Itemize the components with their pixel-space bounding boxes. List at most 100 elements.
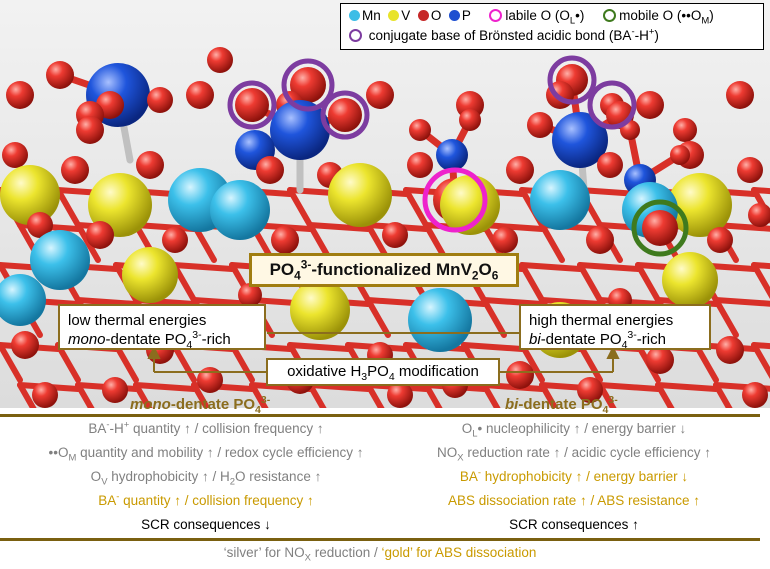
table-top-rule: [0, 414, 760, 417]
low-thermal-line2: mono-dentate PO43--rich: [68, 329, 256, 351]
oxidative-sub1: 3: [361, 371, 368, 383]
low-thermal-line1: low thermal energies: [68, 312, 207, 329]
mono-head-text: -dentate PO: [170, 396, 256, 413]
main-material-label: PO43--functionalized MnV2O6: [249, 253, 519, 287]
bond: [55, 342, 81, 383]
bond: [229, 342, 255, 383]
highlight-ring: [281, 58, 335, 112]
o-atom: [646, 346, 674, 374]
legend-mobile: mobile O (••O: [619, 8, 702, 23]
bond: [751, 342, 770, 380]
o-atom: [76, 116, 104, 144]
bond: [539, 222, 565, 263]
o-atom: [11, 331, 39, 359]
footer-silver: ‘silver’ for NO: [223, 545, 305, 560]
bond: [365, 297, 391, 338]
bond: [287, 342, 351, 352]
l1a: BA: [88, 421, 107, 436]
o-atom: [409, 119, 431, 141]
legend-row-2: conjugate base of Brönsted acidic bond (…: [349, 26, 659, 43]
left-row-2: ••OM quantity and mobility ↑ / redox cyc…: [0, 445, 412, 463]
high-thermal-line2: bi-dentate PO43--rich: [529, 329, 701, 351]
legend-sup-plus: +: [648, 26, 655, 38]
low-thermal-rich: -rich: [201, 331, 231, 348]
high-thermal-sup: 3-: [627, 329, 637, 341]
o-atom: [136, 151, 164, 179]
molecular-structure-scene: [0, 0, 770, 408]
bond: [597, 382, 661, 392]
o-atom: [506, 361, 534, 389]
o-atom: [737, 157, 763, 183]
right-row-5: SCR consequences ↑: [384, 517, 764, 532]
o-atom: [46, 61, 74, 89]
v-atom: [328, 163, 392, 227]
oxidative-a: oxidative H: [287, 363, 362, 380]
mobile-ring-icon: [603, 9, 617, 22]
main-label-sub2: 2: [471, 268, 479, 283]
bond: [713, 382, 733, 408]
highlight-ring: [631, 199, 689, 257]
r2a: NO: [437, 445, 458, 460]
main-label-sup: 3-: [300, 257, 312, 272]
bond: [481, 222, 545, 232]
o-atom: [27, 212, 53, 238]
o-atom: [328, 98, 362, 132]
l1c: quantity ↑ / collision frequency ↑: [129, 421, 324, 436]
legend-conjugate-end: ): [654, 28, 659, 43]
bond: [461, 342, 525, 352]
mono-head-sub: 4: [255, 404, 261, 416]
low-thermal-dentate: -dentate PO: [105, 331, 187, 348]
left-row-1: BA--H+ quantity ↑ / collision frequency …: [0, 420, 412, 436]
l2sub: M: [68, 452, 77, 464]
l4sup: -: [116, 491, 120, 503]
legend-labile: labile O (O: [505, 8, 570, 23]
oxidative-sub2: 4: [388, 371, 395, 383]
o-atom: [271, 226, 299, 254]
bond: [577, 262, 641, 272]
o-atom: [577, 377, 603, 403]
o-atom: [382, 222, 408, 248]
bond: [365, 382, 385, 408]
l3a: O: [90, 469, 102, 484]
low-thermal-sup: 3-: [192, 329, 202, 341]
footer-gold: ‘gold’ for ABS dissociation: [381, 545, 537, 560]
bond: [171, 342, 197, 383]
mn-atom: [530, 170, 590, 230]
o-atom: [387, 382, 413, 408]
bond: [751, 187, 770, 195]
o-atom: [673, 118, 697, 142]
bond: [133, 382, 197, 392]
o-atom: [748, 203, 770, 227]
bi-head-sub: 4: [602, 404, 609, 416]
bi-head-sup: 3-: [608, 394, 618, 406]
bond: [423, 382, 443, 408]
main-label-sub: 4: [294, 268, 301, 283]
low-thermal-sub: 4: [186, 339, 193, 351]
footer-sub: X: [304, 552, 311, 564]
p-dot-icon: [448, 10, 460, 21]
bond: [519, 262, 583, 272]
bond: [287, 187, 313, 228]
bond: [171, 262, 235, 272]
bond: [113, 342, 139, 383]
footer-summary: ‘silver’ for NOX reduction / ‘gold’ for …: [0, 545, 760, 563]
p-atom: [270, 100, 330, 160]
o-atom: [506, 156, 534, 184]
r1sub: L: [472, 428, 478, 440]
bond: [635, 262, 661, 303]
bond: [577, 262, 603, 303]
v-atom: [0, 165, 60, 225]
o-atom: [186, 81, 214, 109]
o-atom: [726, 81, 754, 109]
bond: [655, 382, 675, 408]
legend-v: V: [401, 8, 411, 23]
legend-conjugate: conjugate base of Brönsted acidic bond (…: [368, 28, 632, 43]
r3a: BA: [459, 469, 478, 484]
o-atom: [459, 109, 481, 131]
r1a: O: [461, 421, 473, 436]
o-atom: [716, 336, 744, 364]
o-atom: [162, 227, 188, 253]
conjugate-ring-icon: [349, 29, 362, 42]
o-atom: [290, 67, 326, 103]
bond: [751, 262, 770, 300]
